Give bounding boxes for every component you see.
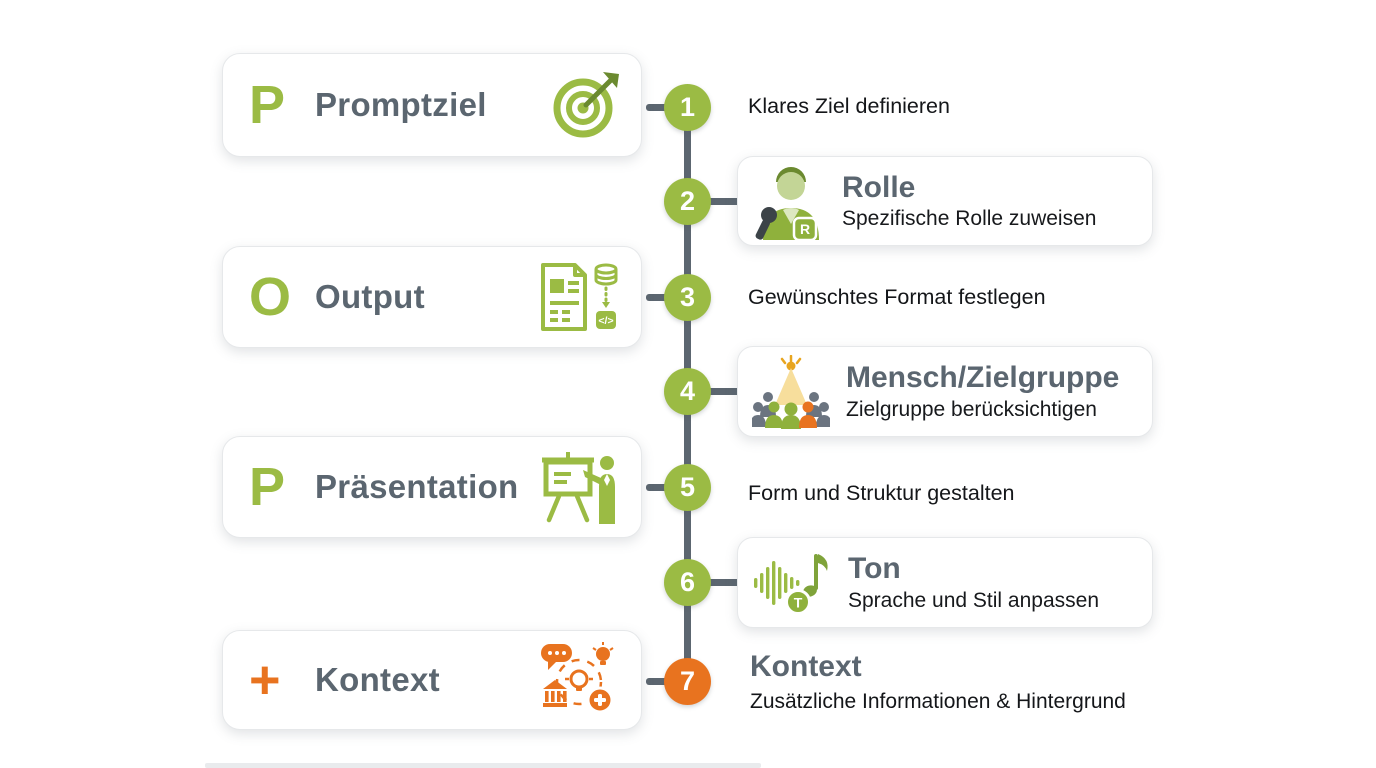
soundwave-note-icon: T <box>752 548 832 618</box>
card-title-praesentation: Präsentation <box>315 468 519 505</box>
letter-badge-plus: + <box>249 650 281 710</box>
card-rolle: R Rolle Spezifische Rolle zuweisen <box>737 156 1153 246</box>
document-output-icon: </> <box>537 261 621 333</box>
card-title-promptziel: Promptziel <box>315 86 487 123</box>
connector-step-5 <box>646 484 678 491</box>
connector-step-1 <box>646 104 678 111</box>
card-subtitle-rolle: Spezifische Rolle zuweisen <box>842 207 1097 231</box>
svg-text:</>: </> <box>598 315 613 327</box>
cropped-text-artifact <box>205 763 761 768</box>
card-mensch-zielgruppe: Mensch/Zielgruppe Zielgruppe berücksicht… <box>737 346 1153 437</box>
step-description-5: Form und Struktur gestalten <box>748 481 1015 505</box>
letter-badge-p2: P <box>249 457 286 517</box>
audience-spotlight-icon <box>752 354 830 429</box>
card-text-ton: Ton Sprache und Stil anpassen <box>848 552 1099 613</box>
card-kontext: + Kontext <box>222 630 642 730</box>
step-number-3: 3 <box>664 274 711 321</box>
card-title-output: Output <box>315 278 425 315</box>
letter-badge-p: P <box>249 75 286 135</box>
step-number-4: 4 <box>664 368 711 415</box>
step-number-1: 1 <box>664 84 711 131</box>
svg-text:R: R <box>800 221 810 237</box>
letter-badge-o: O <box>249 267 292 327</box>
card-title-rolle: Rolle <box>842 170 916 204</box>
target-icon <box>551 70 621 140</box>
card-title-mensch: Mensch/Zielgruppe <box>846 361 1120 395</box>
step-number-6: 6 <box>664 559 711 606</box>
card-text-rolle: Rolle Spezifische Rolle zuweisen <box>842 171 1096 232</box>
presenter-microphone-icon: R <box>752 162 826 240</box>
card-promptziel: P Promptziel <box>222 53 642 157</box>
connector-step-6 <box>703 579 741 586</box>
card-title-ton: Ton <box>848 552 901 586</box>
presentation-board-icon <box>541 450 621 524</box>
card-title-kontext: Kontext <box>315 661 440 698</box>
connector-step-7 <box>646 678 678 685</box>
step-number-7: 7 <box>664 658 711 705</box>
step-number-2: 2 <box>664 178 711 225</box>
step-number-5: 5 <box>664 464 711 511</box>
connector-step-2 <box>703 198 741 205</box>
card-text-mensch: Mensch/Zielgruppe Zielgruppe berücksicht… <box>846 361 1119 422</box>
connector-step-4 <box>703 388 741 395</box>
card-output: O Output </> <box>222 246 642 348</box>
card-subtitle-mensch: Zielgruppe berücksichtigen <box>846 397 1097 421</box>
svg-text:T: T <box>794 594 803 610</box>
card-ton: T Ton Sprache und Stil anpassen <box>737 537 1153 628</box>
connector-step-3 <box>646 294 678 301</box>
step-7-right-title: Kontext <box>750 650 862 683</box>
step-description-3: Gewünschtes Format festlegen <box>748 285 1046 309</box>
card-subtitle-ton: Sprache und Stil anpassen <box>848 588 1100 612</box>
context-ideas-icon <box>539 642 621 718</box>
card-praesentation: P Präsentation <box>222 436 642 538</box>
step-description-1: Klares Ziel definieren <box>748 94 950 118</box>
step-7-right-block: Kontext Zusätzliche Informationen & Hint… <box>750 650 1126 714</box>
step-description-7: Zusätzliche Informationen & Hintergrund <box>750 689 1126 713</box>
